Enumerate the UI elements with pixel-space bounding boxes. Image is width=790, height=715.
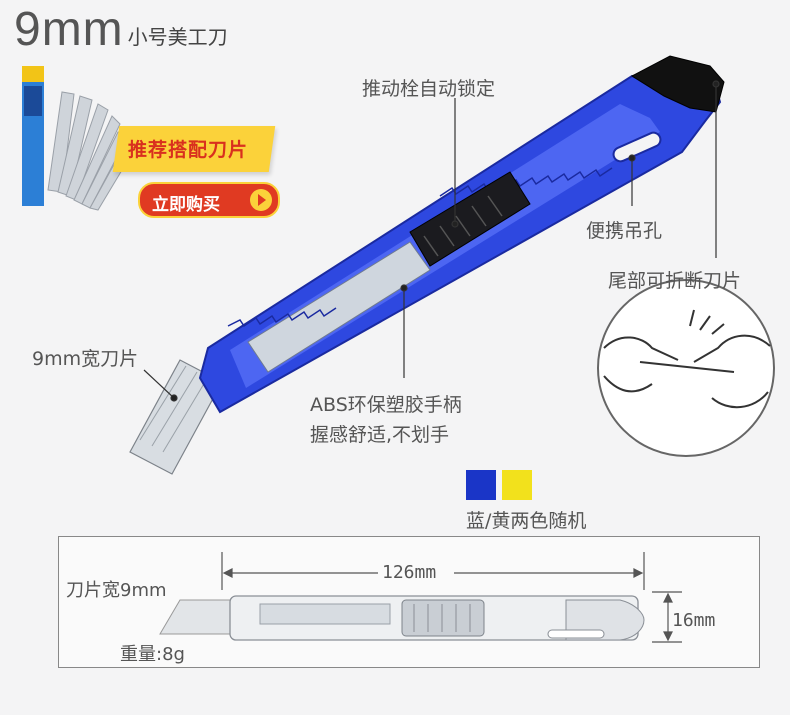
- spec-weight: 重量:8g: [120, 644, 185, 665]
- title-name: 小号美工刀: [127, 25, 228, 49]
- break-off-inset: [597, 279, 775, 457]
- label-handle-line1: ABS环保塑胶手柄: [310, 394, 462, 416]
- page-title: 9mm 小号美工刀: [14, 4, 228, 56]
- label-blade-width: 9mm宽刀片: [32, 348, 139, 370]
- blade-pack-image: [22, 66, 129, 211]
- title-size: 9mm: [14, 3, 124, 56]
- buy-now-button[interactable]: 立即购买: [138, 182, 280, 218]
- label-auto-lock: 推动栓自动锁定: [362, 78, 496, 100]
- swatch-yellow: [502, 470, 532, 500]
- knife-body: [198, 55, 725, 414]
- spec-length: 126mm: [382, 562, 437, 583]
- spec-height: 16mm: [672, 610, 716, 631]
- label-handle-line2: 握感舒适,不划手: [310, 424, 450, 446]
- label-colors: 蓝/黄两色随机: [466, 510, 587, 532]
- buy-now-label: 立即购买: [152, 195, 220, 215]
- label-hang-hole: 便携吊孔: [586, 220, 663, 242]
- promo-card[interactable]: 推荐搭配刀片 立即购买: [112, 120, 280, 225]
- promo-banner-text: 推荐搭配刀片: [128, 139, 249, 161]
- label-tail-break: 尾部可折断刀片: [608, 270, 742, 292]
- swatch-blue: [466, 470, 496, 500]
- spec-blade: 刀片宽9mm: [66, 580, 167, 601]
- play-arrow-icon: [250, 189, 272, 211]
